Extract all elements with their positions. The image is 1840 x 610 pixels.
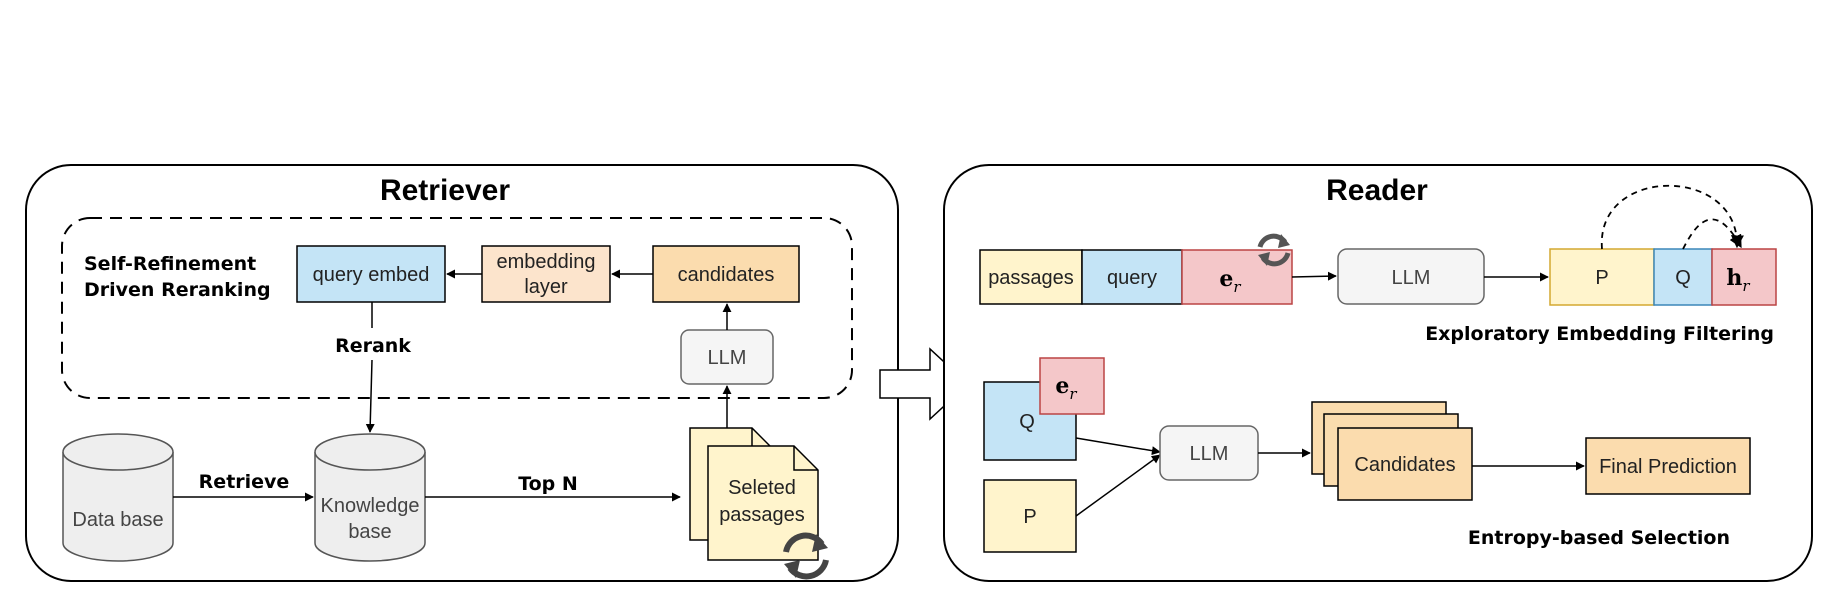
retrieve-label: Retrieve — [199, 471, 290, 493]
er-segment — [1181, 249, 1293, 305]
er-label-bottom: er — [1055, 373, 1077, 403]
arrow-q-to-llm-bottom — [1075, 437, 1161, 456]
arrow-input-to-llm-top — [1291, 271, 1337, 281]
reader-llm-top-label: LLM — [1392, 267, 1431, 289]
selected-passages-label-line1: Seleted — [728, 477, 796, 499]
dashed-arrow-q-to-hr — [1682, 218, 1742, 250]
arrow-p-to-llm-bottom — [1075, 454, 1161, 517]
refresh-icon — [783, 532, 829, 580]
selected-passages-label-line2: passages — [719, 504, 805, 526]
embedding-layer-label-line1: embedding — [497, 251, 596, 273]
exploratory-label: Exploratory Embedding Filtering — [1425, 323, 1774, 345]
self-refinement-label-line2: Driven Reranking — [84, 279, 271, 301]
data-base-cylinder — [62, 433, 174, 562]
p-bottom-label: P — [1023, 506, 1036, 528]
candidates-label: candidates — [678, 264, 775, 286]
p-top-label: P — [1595, 267, 1608, 289]
reader-title: Reader — [1326, 174, 1428, 207]
er-label-top: er — [1219, 266, 1241, 296]
knowledge-base-cylinder — [314, 433, 426, 562]
retriever-title: Retriever — [380, 174, 510, 207]
query-embed-label: query embed — [313, 264, 430, 286]
passages-segment — [979, 249, 1083, 305]
hr-label: hr — [1726, 265, 1750, 295]
query-embed-box — [296, 245, 446, 303]
p-segment-top — [1549, 248, 1655, 306]
data-base-label: Data base — [72, 509, 163, 531]
rerank-label: Rerank — [335, 335, 411, 357]
reader-panel: Reader passages query er LLM P Q hr Expl… — [943, 164, 1813, 582]
top-n-label: Top N — [518, 473, 578, 495]
dashed-arrow-p-to-hr — [1601, 184, 1744, 250]
embedding-layer-label-line2: layer — [524, 276, 568, 298]
hr-segment — [1711, 248, 1777, 306]
passages-label: passages — [988, 267, 1074, 289]
selected-passages-stack — [689, 427, 819, 561]
final-prediction-box — [1585, 437, 1751, 495]
q-top-label: Q — [1675, 267, 1691, 289]
candidates-box — [652, 245, 800, 303]
query-label: query — [1107, 267, 1157, 289]
entropy-label: Entropy-based Selection — [1468, 527, 1730, 549]
self-refinement-label-line1: Self-Refinement — [84, 253, 256, 275]
self-refinement-region — [61, 217, 853, 399]
retriever-panel: Retriever Self-Refinement Driven Reranki… — [25, 164, 899, 582]
q-segment-top — [1653, 248, 1713, 306]
q-bottom-label: Q — [1019, 411, 1035, 433]
retriever-llm-label: LLM — [708, 347, 747, 369]
arrow-query-to-knowledge — [370, 302, 372, 432]
final-prediction-label: Final Prediction — [1599, 456, 1737, 478]
reader-candidates-label: Candidates — [1354, 454, 1455, 476]
knowledge-base-label-line2: base — [348, 521, 391, 543]
q-box-bottom — [983, 381, 1077, 461]
refresh-icon-reader — [1257, 233, 1291, 267]
reader-llm-bottom-label: LLM — [1190, 443, 1229, 465]
candidates-stack — [1311, 401, 1473, 501]
er-box-bottom — [1039, 357, 1105, 415]
knowledge-base-label-line1: Knowledge — [321, 495, 420, 517]
